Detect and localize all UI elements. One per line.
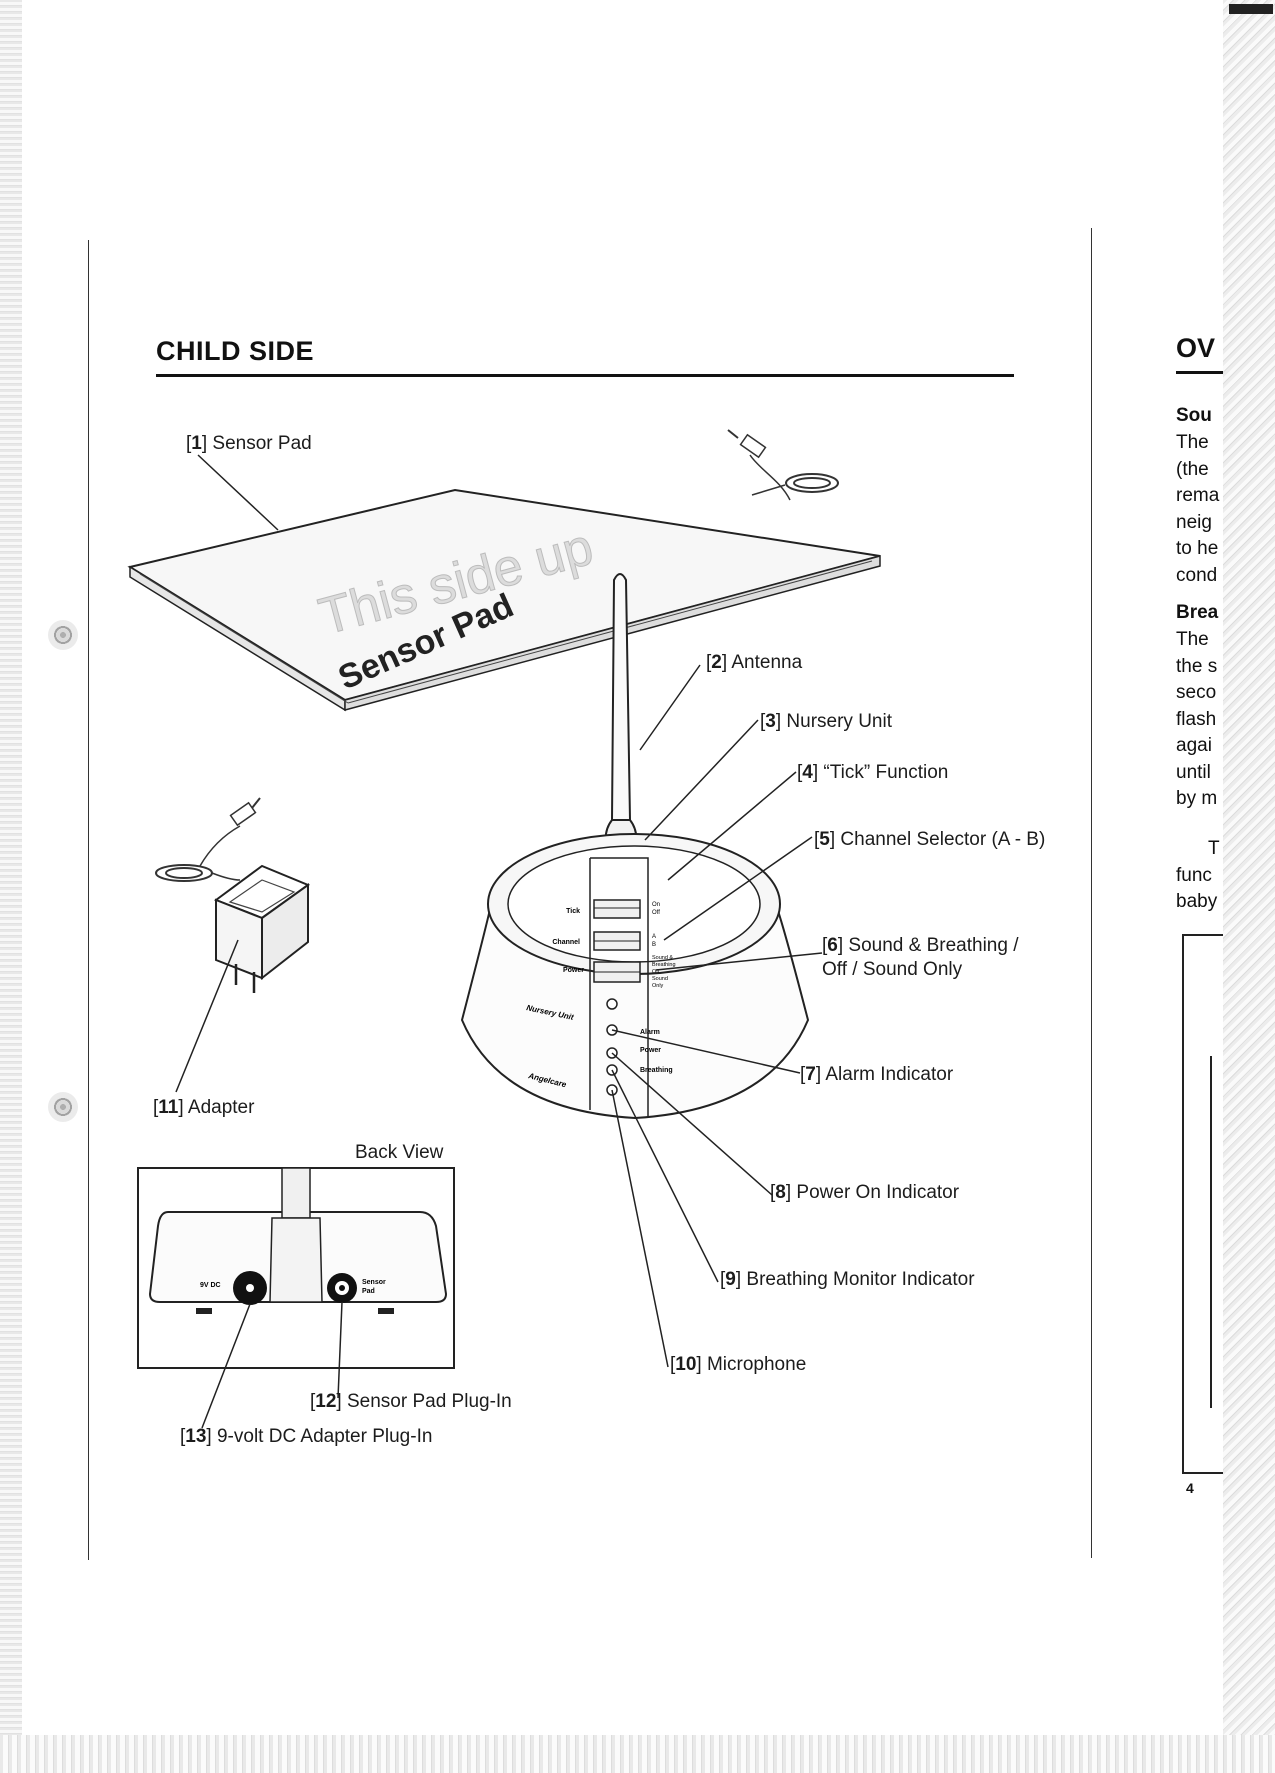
jack-label-9vdc: 9V DC <box>200 1282 221 1289</box>
callout-9-breathing-monitor-indicator: [9] Breathing Monitor Indicator <box>720 1269 975 1290</box>
adjacent-page-column: OV Sou The (the rema neig to he cond Brea The… <box>1176 0 1223 1773</box>
led-label-alarm: Alarm <box>640 1029 660 1036</box>
callout-2-antenna: [2] Antenna <box>706 652 803 673</box>
callout-11-adapter: [11] Adapter <box>153 1097 255 1118</box>
adjacent-text-line: until <box>1176 761 1211 783</box>
column-divider <box>1091 228 1092 1558</box>
callout-7-alarm-indicator: [7] Alarm Indicator <box>800 1064 954 1085</box>
leader-lines <box>175 454 823 1429</box>
opt-b: B <box>652 942 656 948</box>
opt-off-2: Off <box>652 969 660 975</box>
section-title: CHILD SIDE <box>156 336 315 366</box>
led-label-power: Power <box>640 1047 661 1054</box>
adjacent-heading-rule <box>1176 371 1223 374</box>
switch-label-tick: Tick <box>566 908 580 915</box>
opt-sound-only-2: Only <box>652 983 664 989</box>
adjacent-text-line: by m <box>1176 788 1218 809</box>
adjacent-text-line: func <box>1176 864 1212 886</box>
adjacent-text-line: rema <box>1176 485 1220 506</box>
adjacent-text-line: (the <box>1176 458 1209 480</box>
adjacent-text-line: agai <box>1176 735 1212 756</box>
opt-sound-breathing-2: Breathing <box>652 962 676 968</box>
switch-label-power: Power <box>563 967 584 974</box>
led-label-breathing: Breathing <box>640 1067 673 1074</box>
adjacent-text-line: The <box>1176 629 1209 650</box>
callout-10-microphone: [10] Microphone <box>670 1354 807 1375</box>
adjacent-text-line: cond <box>1176 564 1218 586</box>
page-number: 4 <box>1186 1480 1194 1496</box>
opt-a: A <box>652 934 656 940</box>
scan-tag <box>1229 4 1273 14</box>
scan-left-edge <box>0 0 22 1773</box>
opt-sound-breathing-1: Sound & <box>652 955 673 961</box>
punch-hole-upper <box>48 620 78 650</box>
adjacent-text-line: to he <box>1176 538 1219 559</box>
callout-3-nursery-unit: [3] Nursery Unit <box>760 711 892 732</box>
adjacent-heading: OV <box>1176 333 1216 363</box>
punch-hole-lower <box>48 1092 78 1122</box>
scan-right-edge <box>1223 0 1275 1773</box>
left-margin-rule <box>88 240 89 1560</box>
switch-label-channel: Channel <box>552 939 580 946</box>
back-view-caption: Back View <box>355 1142 444 1163</box>
adjacent-text-line: seco <box>1176 682 1217 703</box>
callout-4-tick-function: [4] “Tick” Function <box>797 762 949 783</box>
callout-12-sensor-pad-plug-in: [12] Sensor Pad Plug-In <box>310 1391 512 1412</box>
callout-6-sound-breathing: [6] Sound & Breathing /Off / Sound Only <box>822 935 1019 980</box>
adjacent-figure-line <box>1210 1056 1212 1408</box>
nursery-unit-drawing: Tick Channel Power On Off A B Sound & Br… <box>460 833 810 1120</box>
adjacent-text-line: flash <box>1176 708 1217 730</box>
adjacent-subheading-2: Brea <box>1176 602 1219 623</box>
scan-bottom-edge <box>0 1735 1275 1773</box>
adjacent-text-line: the s <box>1176 655 1218 677</box>
adjacent-text-line: neig <box>1176 511 1212 533</box>
adjacent-figure-frame <box>1182 934 1223 1474</box>
adjacent-text-line: baby <box>1176 891 1218 912</box>
adjacent-text-line: The <box>1176 432 1209 453</box>
jack-label-sensor-2: Pad <box>362 1288 375 1295</box>
opt-off: Off <box>652 910 660 916</box>
callout-5-channel-selector: [5] Channel Selector (A - B) <box>814 829 1046 850</box>
sensor-pad-drawing: This side up Sensor Pad <box>127 429 881 712</box>
opt-on: On <box>652 902 660 908</box>
opt-sound-only-1: Sound <box>652 976 668 982</box>
adjacent-text-line: T <box>1208 838 1220 859</box>
adapter-drawing <box>155 797 311 993</box>
back-view-drawing: 9V DC Sensor Pad <box>137 1167 455 1369</box>
title-underline <box>156 374 1014 377</box>
jack-label-sensor-1: Sensor <box>362 1279 386 1286</box>
adjacent-subheading-1: Sou <box>1176 405 1212 426</box>
callout-13-adapter-plug-in: [13] 9-volt DC Adapter Plug-In <box>180 1426 433 1447</box>
callout-8-power-on-indicator: [8] Power On Indicator <box>770 1182 960 1203</box>
callout-1-sensor-pad: [1] Sensor Pad <box>186 433 312 454</box>
